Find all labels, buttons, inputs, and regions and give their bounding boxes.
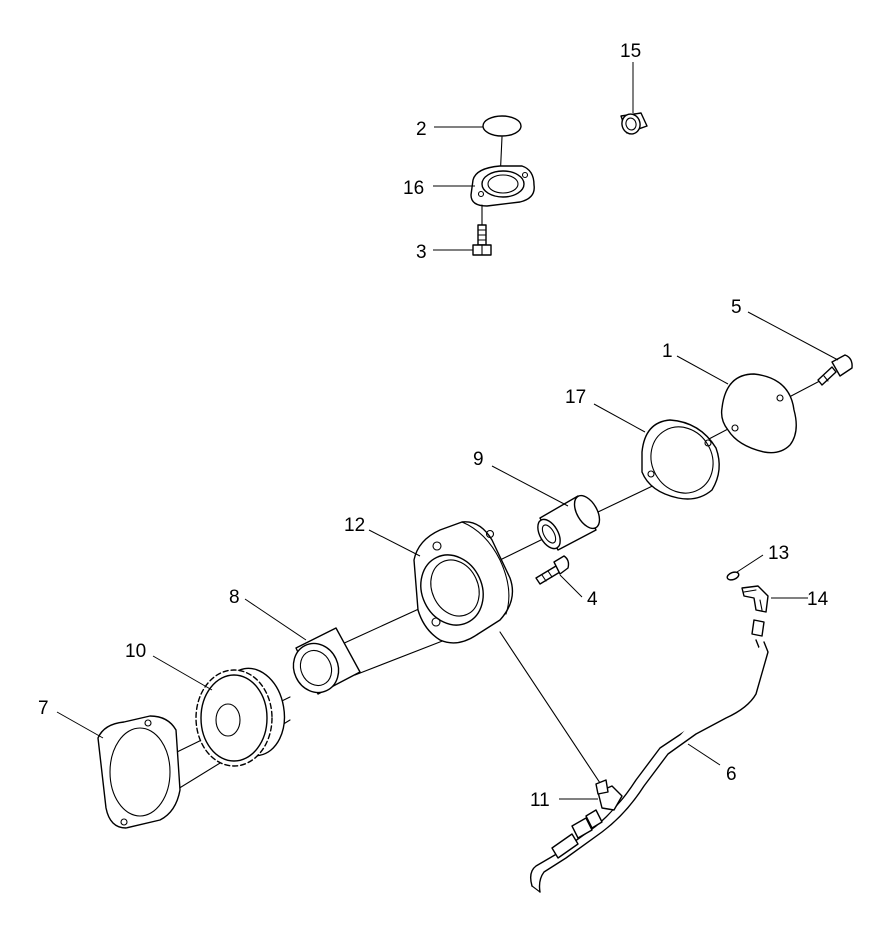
part-10-gear (195, 667, 286, 767)
callout-15: 15 (620, 41, 641, 62)
callout-8: 8 (229, 587, 240, 608)
part-3-bolt (472, 204, 492, 256)
part-1-end-cover (720, 373, 797, 454)
part-8-bearing (292, 627, 361, 695)
callout-14: 14 (807, 589, 829, 610)
leader-lines (56, 62, 839, 800)
callout-1: 1 (662, 341, 673, 362)
callout-labels: 1 2 3 4 5 6 7 8 9 10 11 12 13 14 15 16 1… (38, 41, 829, 811)
callout-7: 7 (38, 698, 49, 719)
part-11-connector (551, 779, 623, 859)
part-9-sleeve (537, 494, 601, 551)
callout-2: 2 (416, 119, 427, 140)
callout-4: 4 (587, 589, 598, 610)
part-14-elbow-fitting (741, 585, 769, 613)
part-7-end-gasket (97, 715, 181, 829)
part-17-gasket (641, 419, 720, 500)
callout-3: 3 (416, 242, 427, 263)
part-4-bolt (535, 555, 570, 585)
callout-10: 10 (125, 641, 146, 662)
callout-13: 13 (768, 543, 789, 564)
callout-16: 16 (403, 178, 424, 199)
part-15-bushing (620, 112, 648, 135)
callout-9: 9 (473, 449, 484, 470)
part-12-housing (413, 521, 514, 644)
callout-5: 5 (731, 297, 742, 318)
part-13-small-o-ring (726, 571, 740, 581)
callout-17: 17 (565, 387, 586, 408)
part-5-bolt (817, 354, 853, 386)
callout-6: 6 (726, 764, 737, 785)
callout-12: 12 (344, 515, 365, 536)
part-16-flange-plate (470, 165, 535, 207)
callout-11: 11 (530, 790, 550, 811)
